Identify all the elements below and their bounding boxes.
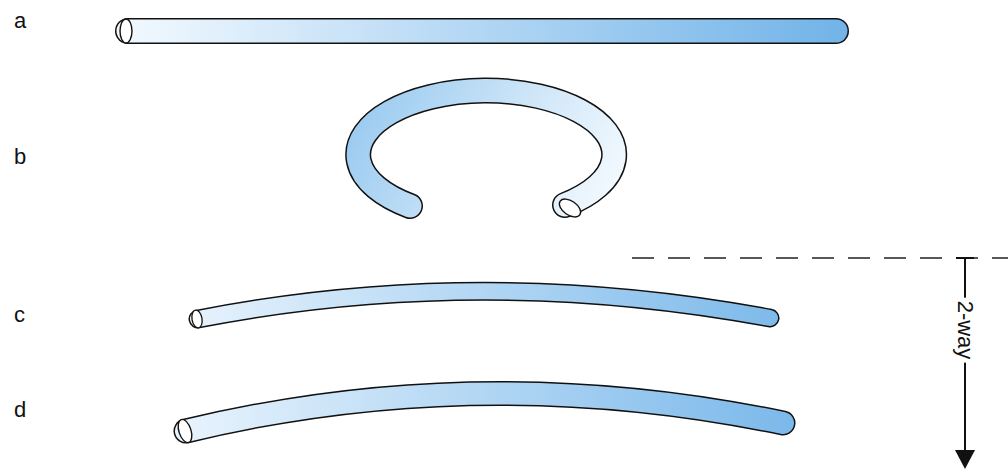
straight-tube-fill: [128, 20, 836, 43]
curved-tube: [198, 291, 770, 319]
arrow-tick: [956, 257, 974, 259]
tube-opening: [191, 309, 204, 328]
panel-letter: d: [14, 399, 26, 421]
panel-letter: c: [14, 304, 25, 326]
mode-label: 2-way: [952, 298, 978, 363]
bent-tube: [358, 91, 614, 206]
tube-opening: [176, 418, 195, 445]
panel-letter: a: [14, 10, 26, 32]
curved-tube-fill: [198, 291, 770, 319]
bent-tube-fill: [358, 91, 614, 206]
tube-opening: [556, 195, 584, 220]
panel-letter: b: [14, 146, 26, 168]
curved-tube-fill: [186, 393, 783, 431]
arrow-head: [955, 450, 975, 469]
dashed-line: [632, 257, 1008, 258]
tube-opening: [120, 19, 132, 43]
curved-tube: [186, 393, 783, 431]
straight-tube: [128, 18, 836, 44]
